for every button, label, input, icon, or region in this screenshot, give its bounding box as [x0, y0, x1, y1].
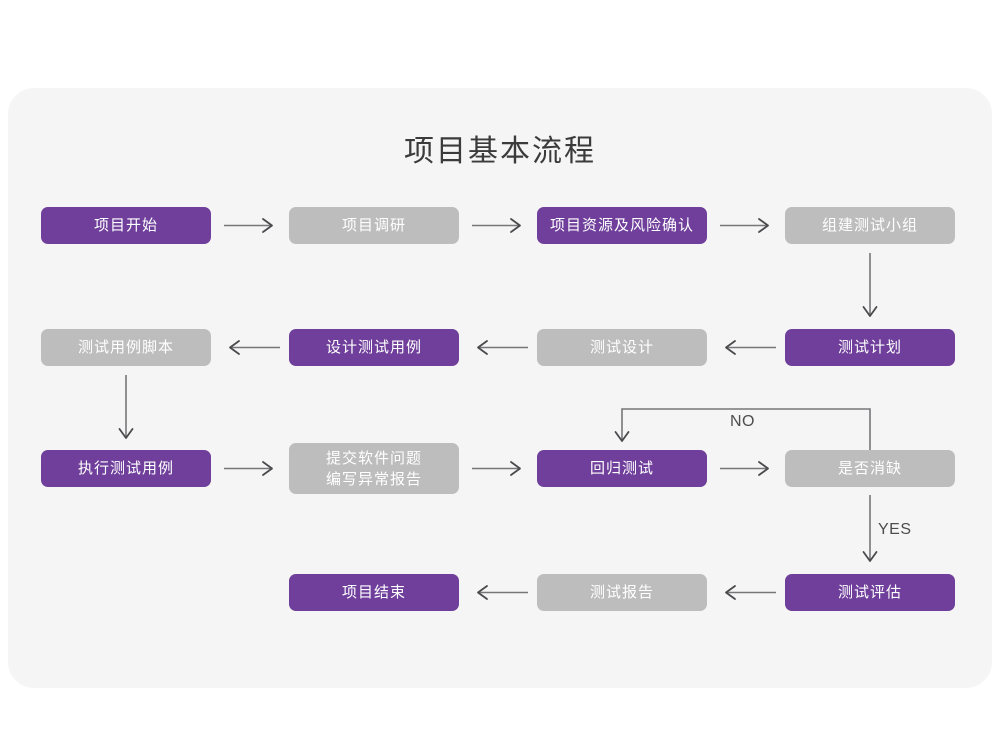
page-title: 项目基本流程 — [404, 135, 596, 168]
edge-label-no: NO — [730, 413, 755, 430]
flow-node-test-evaluation[interactable]: 测试评估 — [785, 574, 955, 611]
flow-node-test-plan[interactable]: 测试计划 — [785, 329, 955, 366]
flow-node-test-report[interactable]: 测试报告 — [537, 574, 707, 611]
flow-node-execute-test-case[interactable]: 执行测试用例 — [41, 450, 211, 487]
flow-node-form-test-team[interactable]: 组建测试小组 — [785, 207, 955, 244]
flow-node-design-test-case[interactable]: 设计测试用例 — [289, 329, 459, 366]
flow-node-resource-risk[interactable]: 项目资源及风险确认 — [537, 207, 707, 244]
flow-node-regression-test[interactable]: 回归测试 — [537, 450, 707, 487]
edge-label-yes: YES — [878, 521, 912, 538]
flow-node-project-start[interactable]: 项目开始 — [41, 207, 211, 244]
flow-node-project-research[interactable]: 项目调研 — [289, 207, 459, 244]
flow-node-project-end[interactable]: 项目结束 — [289, 574, 459, 611]
flow-node-test-design[interactable]: 测试设计 — [537, 329, 707, 366]
flow-node-test-case-script[interactable]: 测试用例脚本 — [41, 329, 211, 366]
flow-node-defect-cleared[interactable]: 是否消缺 — [785, 450, 955, 487]
flow-node-submit-defect[interactable]: 提交软件问题 编写异常报告 — [289, 443, 459, 494]
